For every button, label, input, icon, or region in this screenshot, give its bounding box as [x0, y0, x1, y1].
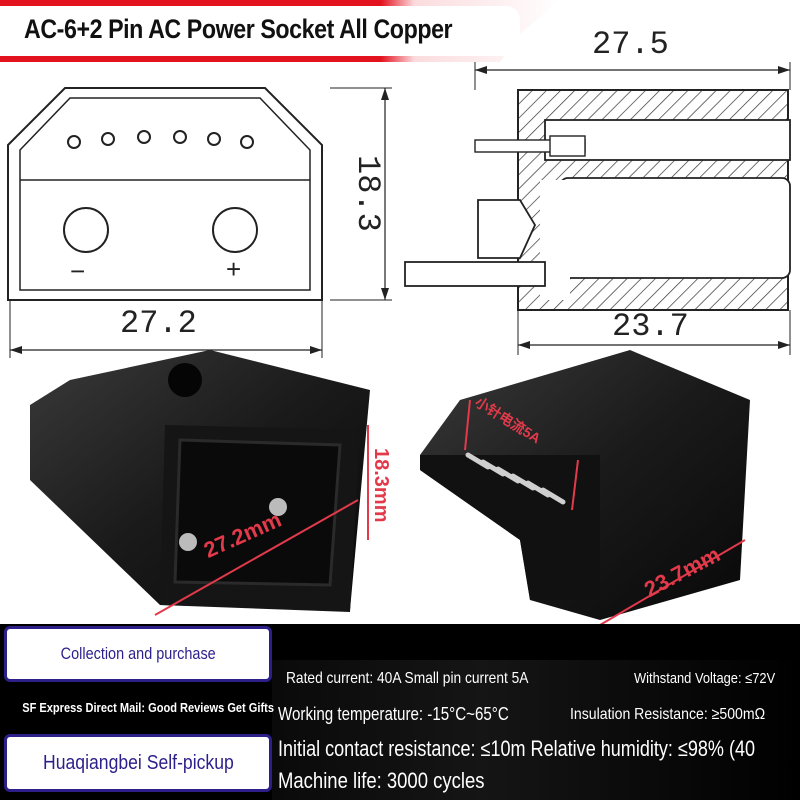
spec-withstand-voltage: Withstand Voltage: ≤72V: [634, 670, 776, 687]
side-depth-dimension: 23.7: [612, 308, 689, 345]
page-title: AC-6+2 Pin AC Power Socket All Copper: [24, 14, 453, 44]
self-pickup-label: Huaqiangbei Self-pickup: [42, 751, 234, 774]
technical-drawing: [7, 62, 791, 358]
front-view-outline: [7, 87, 323, 301]
spec-working-temperature: Working temperature: -15°C~65°C: [278, 704, 509, 724]
self-pickup-button[interactable]: Huaqiangbei Self-pickup: [4, 734, 272, 792]
title-banner: AC-6+2 Pin AC Power Socket All Copper: [0, 0, 800, 62]
spec-rated-current: Rated current: 40A Small pin current 5A: [286, 670, 529, 687]
collection-purchase-label: Collection and purchase: [60, 644, 216, 663]
negative-pin-hole: [63, 207, 109, 253]
side-section-view: [404, 89, 791, 311]
front-socket-photo: [30, 350, 370, 612]
side-width-dimension: 27.5: [592, 26, 669, 63]
shipping-notice-text: SF Express Direct Mail: Good Reviews Get…: [22, 700, 274, 715]
spec-strip: [272, 660, 800, 800]
collection-purchase-button[interactable]: Collection and purchase: [4, 626, 272, 682]
product-photos: [30, 350, 750, 626]
title-banner-shape: [0, 0, 560, 62]
spec-machine-life: Machine life: 3000 cycles: [278, 768, 485, 793]
positive-pin-hole: [212, 207, 258, 253]
front-height-dimension: 18.3: [349, 155, 386, 232]
photo-height-label: 18.3mm: [370, 448, 392, 523]
spec-insulation-resistance: Insulation Resistance: ≥500mΩ: [570, 706, 766, 723]
shipping-notice: SF Express Direct Mail: Good Reviews Get…: [0, 700, 274, 715]
rear-socket-photo: [420, 350, 750, 620]
small-pin-holes: [67, 130, 254, 149]
minus-symbol: −: [70, 256, 86, 286]
plus-symbol: +: [226, 254, 242, 284]
spec-contact-resistance: Initial contact resistance: ≤10m Relativ…: [278, 736, 756, 761]
front-width-dimension: 27.2: [120, 305, 197, 342]
